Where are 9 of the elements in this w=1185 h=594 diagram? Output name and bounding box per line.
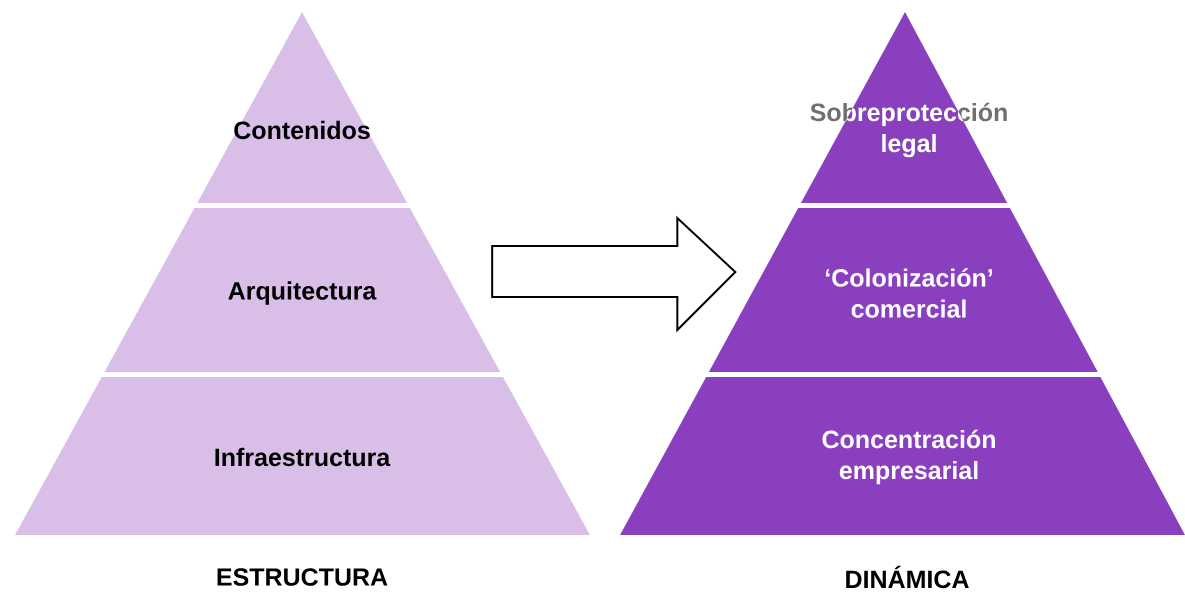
pyramid-caption: DINÁMICA (846, 565, 969, 589)
pyramid-level: Contenidos (197, 12, 408, 203)
pyramid-level: Concentración empresarial (620, 377, 1185, 535)
pyramid-level: Infraestructura (15, 377, 590, 535)
pyramid-caption: ESTRUCTURA (217, 568, 388, 586)
pyramid-level: ‘Colonización’ comercial (708, 208, 1098, 372)
pyramid-level: Arquitectura (104, 208, 501, 372)
pyramid-level (800, 12, 1008, 203)
block-arrow (491, 215, 737, 333)
